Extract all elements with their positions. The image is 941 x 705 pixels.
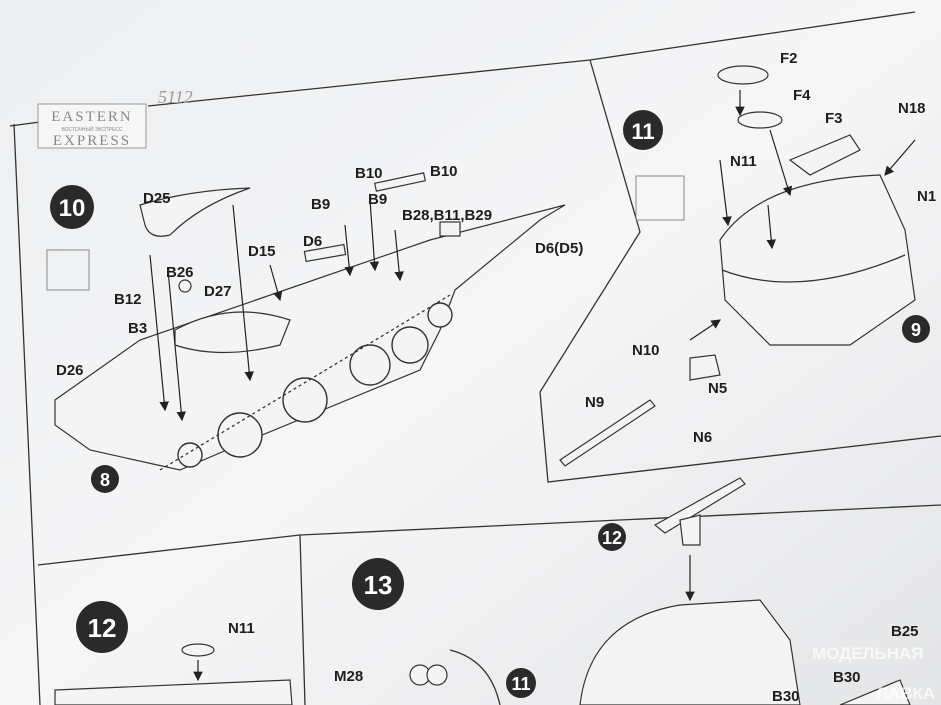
part-label: 13	[364, 570, 393, 600]
part-label: N1	[917, 188, 936, 205]
part-label: B3	[128, 320, 147, 337]
machine-gun-drawing	[54, 679, 293, 705]
part-label: N6	[693, 429, 712, 446]
step-11: 11 F2 F4 F3 N18 N1 N11 N10 N5 N9 N6 9	[559, 50, 936, 467]
step-12: 12 N11	[54, 601, 293, 705]
glue-icon	[635, 175, 685, 221]
part-label: F4	[793, 87, 811, 104]
part-label: ЛАВКА	[876, 684, 935, 703]
part-label: F2	[780, 50, 798, 67]
part-label: B10	[355, 165, 383, 182]
part-label: N11	[730, 153, 757, 170]
part-label: D6	[303, 233, 322, 250]
part-label: B28,B11,B29	[402, 207, 492, 224]
part-label: B10	[430, 163, 458, 180]
part-label: B12	[114, 291, 142, 308]
part-label: B26	[166, 264, 194, 281]
part-label: МОДЕЛЬНАЯ	[812, 644, 924, 663]
part-label: F3	[825, 110, 843, 127]
part-label: 10	[59, 195, 86, 222]
part-label: N10	[632, 342, 660, 359]
part-label: B30	[833, 669, 861, 686]
panel-frames	[9, 11, 941, 705]
part-label: B9	[311, 196, 330, 213]
part-label: N5	[708, 380, 727, 397]
eastern-express-logo: EASTERN ВОСТОЧНЫЙ ЭКСПРЕСС EXPRESS	[37, 103, 147, 149]
part-label: 8	[100, 470, 110, 490]
part-label: N11	[228, 620, 255, 637]
watermark: МОДЕЛЬНАЯ ЛАВКА	[812, 644, 935, 703]
part-label: D25	[143, 190, 171, 207]
step-10: 10 D25 B10 B10 B9 B9 B28,B11,B29 D6(D5) …	[46, 163, 583, 493]
handwritten-note: 5112	[158, 87, 193, 107]
part-label: 11	[511, 674, 530, 694]
part-label: 9	[911, 320, 921, 340]
part-label: B25	[891, 623, 919, 640]
part-label: B30	[772, 688, 800, 705]
glue-icon	[46, 249, 90, 291]
part-label: B9	[368, 191, 387, 208]
part-label: N18	[898, 100, 926, 117]
step-13: 13 12 11 M28 B25 B30 B30	[334, 477, 919, 705]
part-label: D26	[56, 362, 84, 379]
part-label: EASTERN	[51, 109, 133, 125]
part-label: 11	[631, 119, 654, 144]
part-label: M28	[334, 668, 363, 685]
part-label: 12	[602, 528, 622, 548]
part-label: ВОСТОЧНЫЙ ЭКСПРЕСС	[61, 125, 122, 133]
part-label: 12	[88, 613, 117, 643]
turret-drawing	[579, 599, 801, 705]
tank-hull-drawing	[54, 204, 566, 471]
part-label: D27	[204, 283, 232, 300]
part-label: D15	[248, 243, 276, 260]
part-label: D6(D5)	[535, 240, 583, 257]
part-label: N9	[585, 394, 604, 411]
part-label: EXPRESS	[53, 133, 131, 149]
